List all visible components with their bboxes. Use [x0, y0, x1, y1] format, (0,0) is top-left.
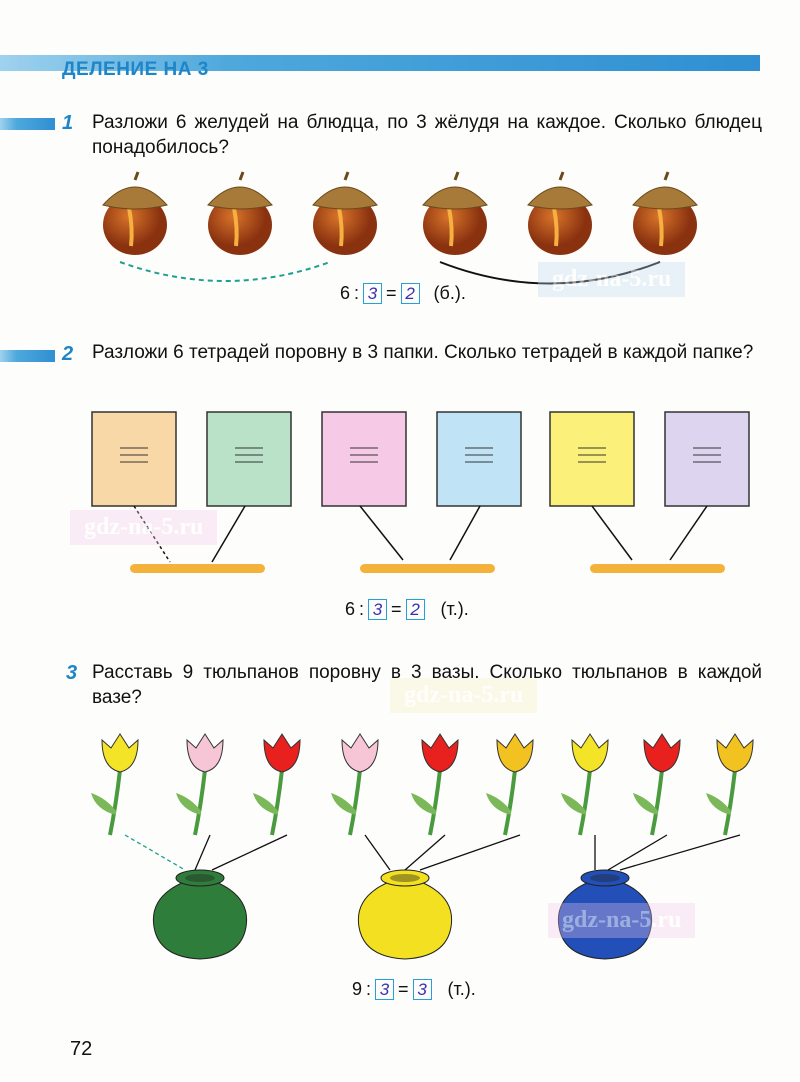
- equals-sign: =: [391, 599, 402, 619]
- task-text: Разложи 6 тетрадей поровну в 3 папки. Ск…: [92, 342, 754, 363]
- acorn-icon: [312, 171, 378, 255]
- acorn-icon: [632, 171, 698, 255]
- tulip-icon: [706, 733, 754, 836]
- dividend: 6: [340, 283, 351, 303]
- unit: (т.).: [440, 599, 469, 619]
- task-number: 2: [62, 343, 74, 365]
- grouping-arc: [439, 261, 661, 285]
- dividend: 9: [352, 979, 363, 999]
- vase-icon: [557, 869, 653, 960]
- folder-plate: [130, 564, 265, 573]
- task-marker: [0, 118, 55, 130]
- task-text: Разложи 6 желудей на блюдца, по 3 жёлудя…: [92, 112, 762, 158]
- watermark: gdz-na-5.ru: [70, 510, 218, 545]
- notebook-icon: [664, 411, 750, 507]
- vase-icon: [152, 869, 248, 960]
- vase-icon: [357, 869, 453, 960]
- unit: (т.).: [447, 979, 476, 999]
- notebook-icon: [91, 411, 177, 507]
- tulip-icon: [411, 733, 459, 836]
- answer-box-result[interactable]: 3: [412, 979, 432, 1000]
- dividend: 6: [345, 599, 356, 619]
- notebook-icon: [321, 411, 407, 507]
- task-number: 1: [62, 112, 74, 134]
- tulip-icon: [176, 733, 224, 836]
- tulip-icon: [253, 733, 301, 836]
- answer-box-divisor[interactable]: 3: [375, 979, 395, 1000]
- unit: (б.).: [433, 283, 466, 303]
- operator: :: [354, 283, 360, 303]
- watermark: gdz-na-5.ru: [548, 903, 696, 938]
- equation: 6 : 3 = 2 (т.).: [345, 599, 469, 620]
- tulip-icon: [633, 733, 681, 836]
- answer-box-result[interactable]: 2: [405, 599, 425, 620]
- acorn-icon: [422, 171, 488, 255]
- notebook-icon: [206, 411, 292, 507]
- grouping-arc: [119, 261, 331, 282]
- operator: :: [366, 979, 372, 999]
- watermark: gdz-na-5.ru: [538, 262, 686, 297]
- equals-sign: =: [398, 979, 409, 999]
- answer-box-result[interactable]: 2: [400, 283, 420, 304]
- answer-box-divisor[interactable]: 3: [368, 599, 388, 620]
- header-bar: [0, 55, 760, 71]
- watermark: gdz-na-5.ru: [390, 678, 538, 713]
- notebook-icon: [549, 411, 635, 507]
- task-text: Расставь 9 тюльпанов поровну в 3 вазы. С…: [92, 662, 762, 708]
- task-marker: [0, 350, 55, 362]
- equation: 9 : 3 = 3 (т.).: [352, 979, 476, 1000]
- tulip-icon: [331, 733, 379, 836]
- acorn-icon: [527, 171, 593, 255]
- notebook-icon: [436, 411, 522, 507]
- acorn-icon: [102, 171, 168, 255]
- equation: 6 : 3 = 2 (б.).: [340, 283, 466, 304]
- operator: :: [359, 599, 365, 619]
- equals-sign: =: [386, 283, 397, 303]
- answer-box-divisor[interactable]: 3: [363, 283, 383, 304]
- task-number: 3: [66, 662, 78, 684]
- folder-plate: [590, 564, 725, 573]
- acorn-icon: [207, 171, 273, 255]
- tulip-icon: [91, 733, 139, 836]
- tulip-icon: [561, 733, 609, 836]
- page-title: ДЕЛЕНИЕ НА 3: [62, 59, 209, 80]
- folder-plate: [360, 564, 495, 573]
- tulip-icon: [486, 733, 534, 836]
- page-number: 72: [70, 1038, 93, 1060]
